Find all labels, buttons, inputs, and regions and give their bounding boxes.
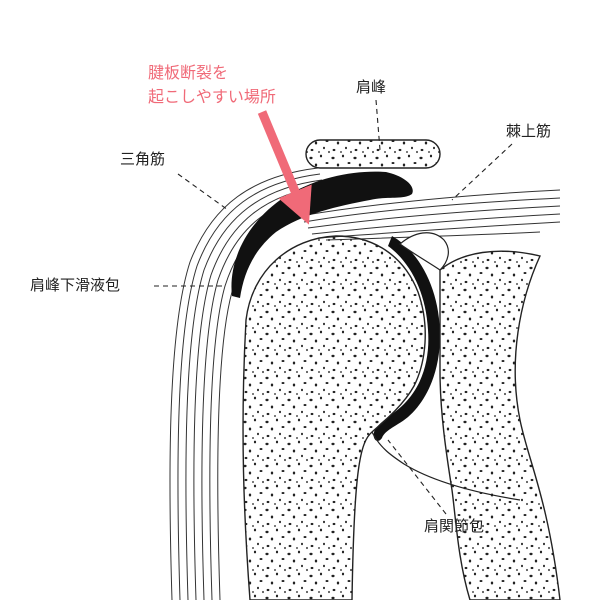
deltoid-muscle — [169, 167, 331, 600]
leader-joint-capsule — [387, 439, 447, 515]
coracoid-outline — [399, 232, 449, 271]
label-subacromial-bursa: 肩峰下滑液包 — [30, 276, 120, 294]
scapula-glenoid — [439, 250, 561, 600]
humerus-head — [242, 235, 426, 600]
rotator-cuff-arrow — [257, 110, 312, 225]
label-joint-capsule: 肩関節包 — [424, 517, 484, 535]
warning-line1: 腱板断裂を — [148, 63, 228, 82]
label-supraspinatus: 棘上筋 — [506, 122, 551, 140]
warning-line2: 起こしやすい場所 — [148, 87, 276, 106]
subacromial-bursa — [231, 171, 413, 298]
label-acromion: 肩峰 — [356, 78, 386, 96]
acromion-bone — [305, 139, 441, 169]
joint-capsule-outline — [371, 431, 521, 501]
leader-deltoid — [177, 173, 229, 211]
label-deltoid: 三角筋 — [120, 150, 165, 168]
leader-supraspinatus — [451, 143, 513, 201]
articular-cavity — [373, 236, 440, 441]
